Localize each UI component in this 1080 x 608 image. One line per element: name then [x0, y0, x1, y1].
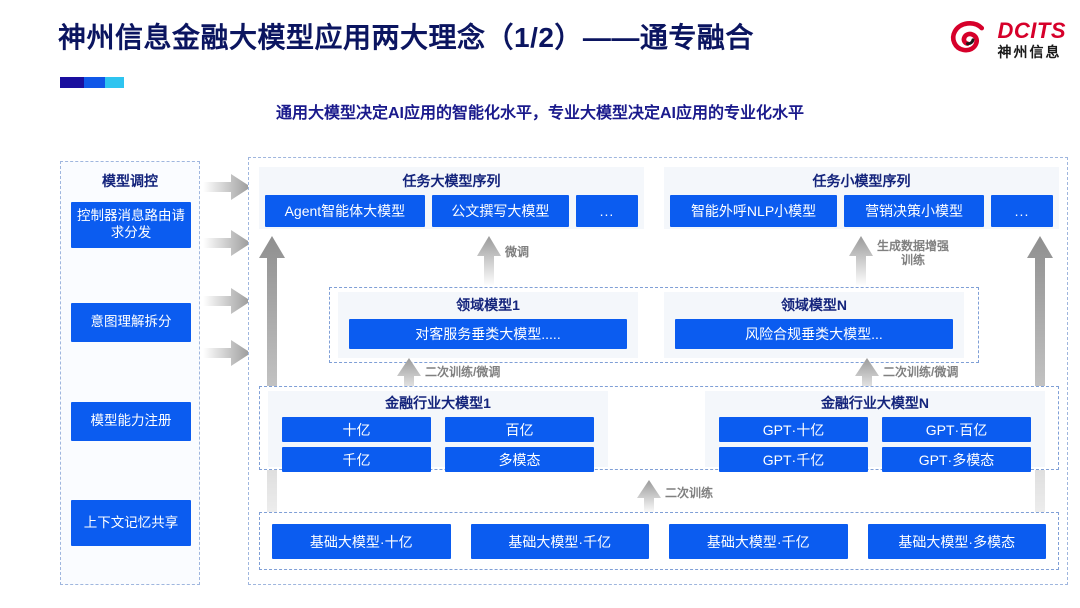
industry-model-1-chip-grid: 十亿 百亿 千亿 多模态: [268, 413, 608, 472]
industry-model-n-chip-grid: GPT·十亿 GPT·百亿 GPT·千亿 GPT·多模态: [705, 413, 1045, 472]
chip-marketing-decision-small-model[interactable]: 营销决策小模型: [844, 195, 985, 227]
page-subtitle: 通用大模型决定AI应用的智能化水平，专业大模型决定AI应用的专业化水平: [275, 105, 804, 122]
task-large-model-sequence-title: 任务大模型序列: [402, 173, 501, 189]
sidebar-item-controller-routing[interactable]: 控制器消息路由请求分发: [71, 202, 191, 248]
industry-model-band: 金融行业大模型1 十亿 百亿 千亿 多模态 金融行业大模型N GPT·十亿 GP…: [259, 386, 1059, 472]
sidebar-item-intent-understanding[interactable]: 意图理解拆分: [71, 303, 191, 342]
logo-cn-text: 神州信息: [997, 43, 1062, 60]
base-model-chip-row: 基础大模型·十亿 基础大模型·千亿 基础大模型·千亿 基础大模型·多模态: [260, 513, 1058, 559]
task-large-model-chip-row: Agent智能体大模型 公文撰写大模型 ...: [259, 195, 644, 227]
chip-base-model-multimodal[interactable]: 基础大模型·多模态: [867, 524, 1046, 559]
chip-customer-service-vertical-model[interactable]: 对客服务垂类大模型.....: [349, 319, 627, 349]
accent-segment-1: [60, 77, 84, 88]
accent-segment-3: [104, 77, 124, 88]
chip-industryn-gpt-ten-billion[interactable]: GPT·百亿: [882, 417, 1031, 442]
chip-base-model-hundred-billion-a[interactable]: 基础大模型·千亿: [470, 524, 649, 559]
title-accent-bar: [60, 77, 124, 88]
chip-industry1-multimodal[interactable]: 多模态: [445, 447, 594, 472]
arrow-label-data-augmentation-line2: 训练: [901, 252, 926, 267]
flow-arrow-right-2: [203, 230, 251, 256]
dcits-swirl-icon: [950, 21, 984, 53]
flow-arrow-up-fine-tune-left: [477, 236, 501, 291]
domain-model-1-title: 领域模型1: [456, 297, 520, 313]
arrow-label-secondary-train-center: 二次训练: [665, 486, 714, 500]
flow-arrow-up-secondary-train-left: [397, 358, 421, 403]
flow-arrow-up-secondary-train-right: [855, 358, 879, 403]
chip-industryn-gpt-multimodal[interactable]: GPT·多模态: [882, 447, 1031, 472]
chip-industryn-gpt-hundred-billion[interactable]: GPT·千亿: [719, 447, 868, 472]
accent-segment-2: [83, 77, 105, 88]
chip-base-model-billion[interactable]: 基础大模型·十亿: [272, 524, 451, 559]
chip-industry1-billion[interactable]: 十亿: [282, 417, 431, 442]
domain-model-n-cell: 领域模型N 风险合规垂类大模型...: [664, 292, 964, 358]
chip-industry1-hundred-billion[interactable]: 千亿: [282, 447, 431, 472]
task-small-model-chip-row: 智能外呼NLP小模型 营销决策小模型 ...: [664, 195, 1059, 227]
model-control-title: 模型调控: [102, 173, 158, 189]
task-large-model-sequence: 任务大模型序列 Agent智能体大模型 公文撰写大模型 ...: [259, 167, 644, 229]
chip-industryn-gpt-billion[interactable]: GPT·十亿: [719, 417, 868, 442]
flow-arrow-right-4: [203, 340, 251, 366]
sidebar-item-capability-registration[interactable]: 模型能力注册: [71, 402, 191, 441]
logo-en-text: DCITS: [997, 17, 1066, 43]
domain-model-n-title: 领域模型N: [780, 297, 848, 313]
chip-base-model-hundred-billion-b[interactable]: 基础大模型·千亿: [669, 524, 848, 559]
dcits-logo: DCITS 神州信息: [949, 18, 1067, 60]
domain-model-1-cell: 领域模型1 对客服务垂类大模型.....: [338, 292, 638, 358]
model-control-panel: 模型调控 控制器消息路由请求分发 意图理解拆分 模型能力注册 上下文记忆共享: [60, 161, 200, 585]
arrow-label-secondary-train-right: 二次训练/微调: [883, 365, 959, 379]
arrow-label-fine-tune: 微调: [505, 245, 530, 259]
logo-wordmark: DCITS 神州信息: [997, 17, 1067, 60]
industry-model-n-cell: 金融行业大模型N GPT·十亿 GPT·百亿 GPT·千亿 GPT·多模态: [705, 391, 1045, 472]
flow-arrow-right-1: [203, 174, 251, 200]
chip-outbound-nlp-small-model[interactable]: 智能外呼NLP小模型: [670, 195, 838, 227]
chip-task-small-more[interactable]: ...: [991, 195, 1054, 227]
arrow-label-data-augmentation: 生成数据增强 训练: [877, 239, 950, 268]
chip-document-writing-large-model[interactable]: 公文撰写大模型: [431, 195, 569, 227]
domain-model-band: 领域模型1 对客服务垂类大模型..... 领域模型N 风险合规垂类大模型...: [329, 287, 979, 363]
chip-agent-large-model[interactable]: Agent智能体大模型: [265, 195, 425, 227]
flow-arrow-up-data-augmentation: [849, 236, 873, 291]
industry-model-n-title: 金融行业大模型N: [820, 395, 930, 411]
flow-arrow-right-3: [203, 288, 251, 314]
chip-risk-compliance-vertical-model[interactable]: 风险合规垂类大模型...: [675, 319, 953, 349]
task-small-model-sequence: 任务小模型序列 智能外呼NLP小模型 营销决策小模型 ...: [664, 167, 1059, 229]
sidebar-item-context-memory-sharing[interactable]: 上下文记忆共享: [71, 500, 191, 546]
industry-model-1-title: 金融行业大模型1: [385, 395, 491, 411]
architecture-panel: 任务大模型序列 Agent智能体大模型 公文撰写大模型 ... 任务小模型序列 …: [248, 157, 1068, 585]
chip-industry1-ten-billion[interactable]: 百亿: [445, 417, 594, 442]
industry-model-1-cell: 金融行业大模型1 十亿 百亿 千亿 多模态: [268, 391, 608, 472]
arrow-label-data-augmentation-line1: 生成数据增强: [877, 239, 950, 253]
page-title: 神州信息金融大模型应用两大理念（1/2）——通专融合: [58, 22, 754, 53]
task-small-model-sequence-title: 任务小模型序列: [812, 173, 911, 189]
flow-arrow-up-secondary-train-center: [637, 480, 661, 519]
base-model-band: 基础大模型·十亿 基础大模型·千亿 基础大模型·千亿 基础大模型·多模态: [259, 512, 1059, 570]
chip-task-large-more[interactable]: ...: [576, 195, 638, 227]
arrow-label-secondary-train-left: 二次训练/微调: [425, 365, 501, 379]
